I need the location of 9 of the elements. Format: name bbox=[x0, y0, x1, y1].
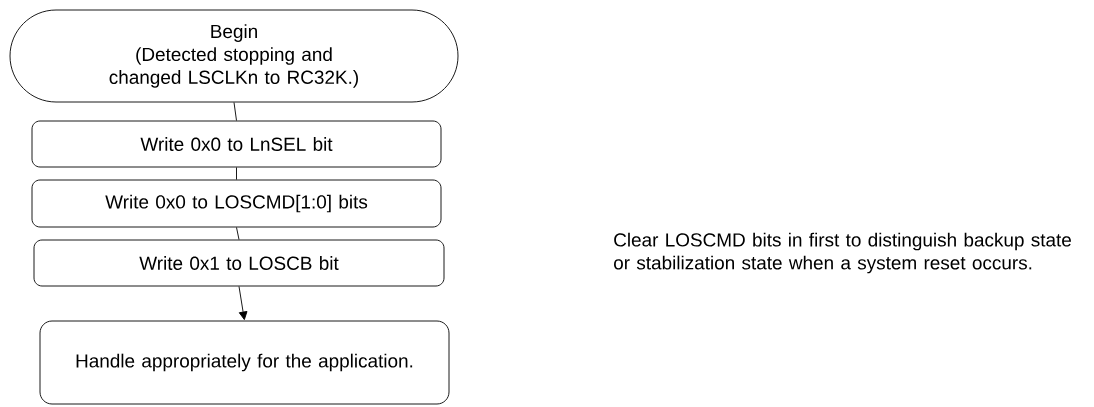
connector-line bbox=[236, 227, 240, 240]
process-box: Handle appropriately for the application. bbox=[39, 320, 450, 405]
process-box: Write 0x1 to LOSCB bit bbox=[33, 239, 445, 287]
note-text: Clear LOSCMD bits in first to distinguish backup state or stabilization state when a system reset occurs. bbox=[614, 232, 1071, 274]
connector-line bbox=[236, 167, 237, 180]
connector-line bbox=[233, 102, 237, 121]
arrow bbox=[238, 286, 248, 320]
process-box: Write 0x0 to LOSCMD[1:0] bits bbox=[31, 179, 442, 228]
process-box: Write 0x0 to LnSEL bit bbox=[31, 120, 442, 168]
